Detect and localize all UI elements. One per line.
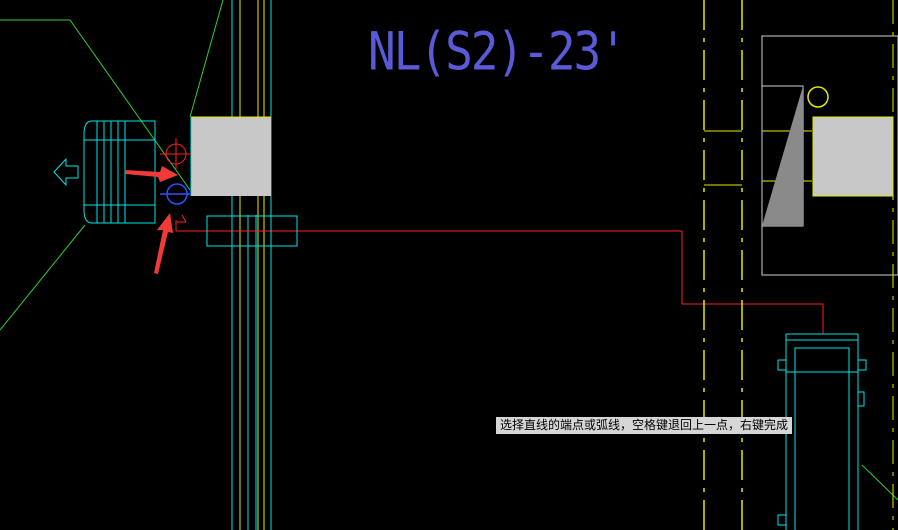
red-pipe-route[interactable] [175, 220, 824, 334]
gray-block-center[interactable] [191, 117, 271, 196]
gray-block-right[interactable] [812, 116, 894, 197]
dashed-grid-lines [703, 0, 743, 530]
bottom-right-equipment[interactable] [777, 333, 867, 530]
blue-valve-symbol[interactable] [160, 183, 191, 205]
command-prompt-tooltip: 选择直线的端点或弧线，空格键退回上一点，右键完成 [496, 417, 793, 434]
red-annotation-arrows [125, 166, 178, 274]
gray-wedge [762, 86, 803, 226]
pipe-tag-label: NL(S2)-23' [368, 20, 627, 83]
green-leader-lines [0, 0, 898, 501]
yellow-circle-icon [807, 86, 829, 108]
vertical-pipe-lines [231, 0, 272, 530]
red-valve-symbol[interactable] [160, 138, 191, 223]
cyan-flange-blocks [206, 215, 298, 247]
arrow-left-icon [53, 157, 79, 187]
